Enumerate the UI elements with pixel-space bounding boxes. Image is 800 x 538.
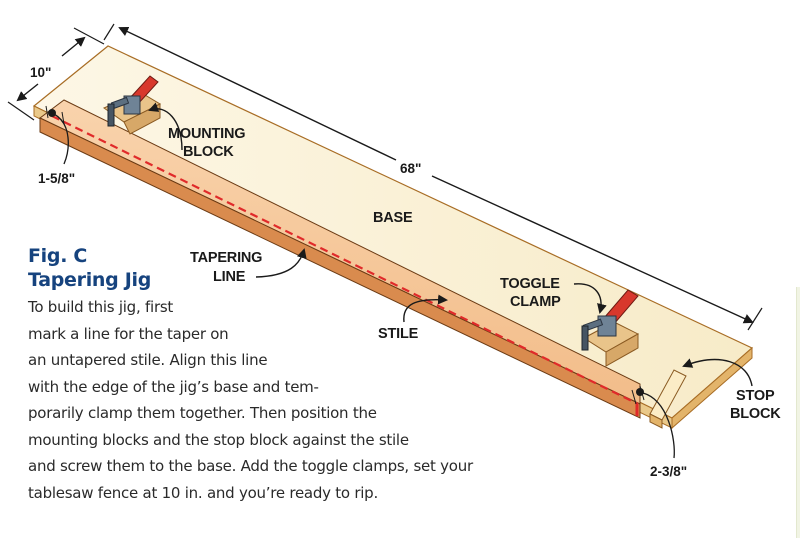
stile-side [39,117,641,419]
label-stop-block-2: BLOCK [730,406,781,422]
label-base: BASE [373,210,413,226]
description-line: To build this jig, first [28,298,174,316]
label-toggle-clamp-2: CLAMP [510,294,561,310]
stile-leader [403,294,448,323]
tapering-line [51,115,639,405]
base-end-edge [671,346,753,430]
side-panel-edge [796,287,800,538]
dimension-start-offset-label: 1-5/8" [38,171,75,186]
mounting-block-right [583,321,640,367]
toggle-clamp-right [581,289,639,351]
dimension-end-offset-label: 2-3/8" [650,464,687,479]
description-line: and screw them to the base. Add the togg… [28,457,473,475]
figure-number: Fig. C [28,245,88,267]
stop-block-leader [682,358,753,387]
stop-block [649,369,687,429]
dimension-end-offset: 2-3/8" [631,385,687,479]
label-tapering-line-1: TAPERING [190,250,262,266]
label-mounting-block-2: BLOCK [183,144,234,160]
label-mounting-block-1: MOUNTING [168,126,245,142]
toggle-clamp-left [107,75,159,127]
dimension-length-label: 68" [400,161,421,176]
dimension-start-offset: 1-5/8" [38,105,75,186]
description-line: an untapered stile. Align this line [28,351,268,369]
description-line: mark a line for the taper on [28,324,229,343]
figure-description: To build this jig, first mark a line for… [28,294,568,506]
figure-caption: Fig. C Tapering Jig To build this jig, f… [28,244,568,506]
label-stile: STILE [378,326,419,342]
label-toggle-clamp-1: TOGGLE [500,276,560,292]
description-line: mounting blocks and the stop block again… [28,430,409,449]
stile [39,99,641,419]
mounting-block-leader [148,102,183,151]
dimension-length: 68" [103,23,763,331]
dimension-width-label: 10" [30,65,51,80]
label-stop-block-1: STOP [736,388,775,404]
tapering-line-leader [255,248,307,278]
toggle-clamp-leader [573,283,607,314]
description-line: porarily clamp them together. Then posit… [28,404,377,422]
description-line: tablesaw fence at 10 in. and you’re read… [28,483,378,502]
label-tapering-line-2: LINE [213,269,246,285]
figure-title: Tapering Jig [28,269,152,291]
dimension-width: 10" [7,27,105,121]
description-line: with the edge of the jig’s base and tem- [28,377,319,396]
